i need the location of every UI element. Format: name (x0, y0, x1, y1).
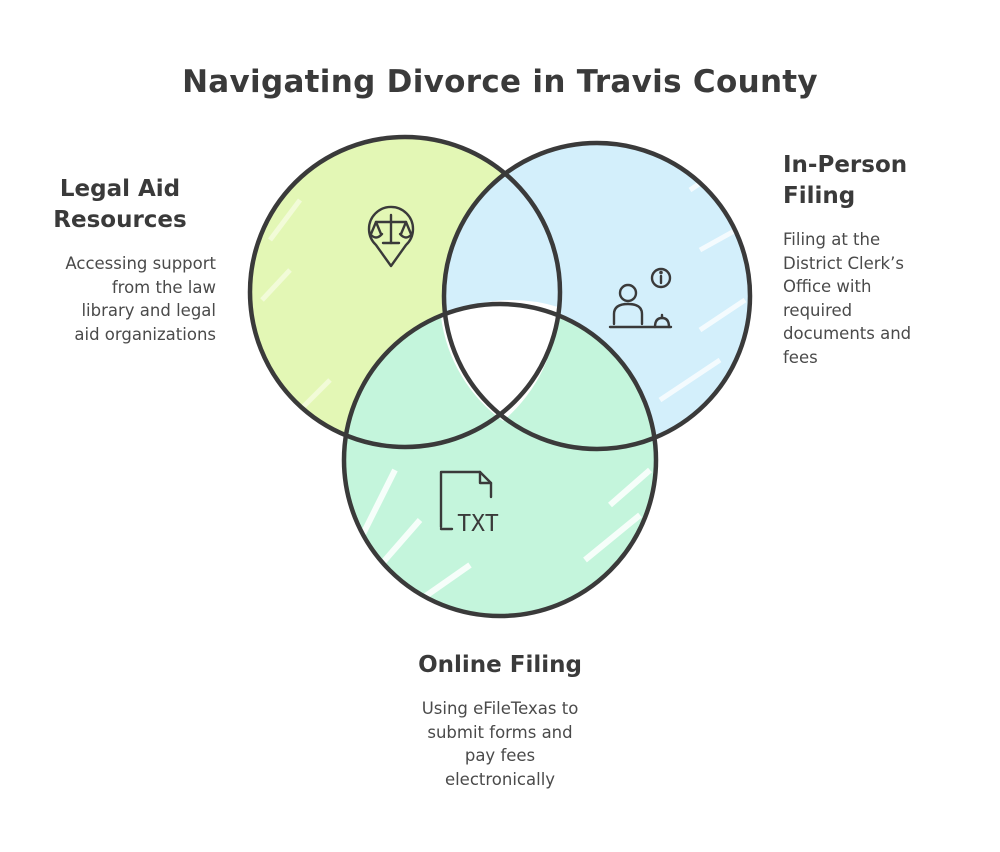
legal-aid-heading-line: Resources (53, 207, 187, 233)
in-person-heading: In-Person Filing (783, 150, 983, 212)
in-person-description-line: required (783, 300, 853, 320)
in-person-description-line: Filing at the (783, 230, 881, 249)
online-filing-heading: Online Filing (350, 650, 650, 681)
legal-aid-description: Accessing support from the law library a… (20, 252, 216, 346)
in-person-description-line: Office with (783, 277, 872, 296)
circle-outlines (247, 134, 753, 619)
legal-texture (260, 198, 332, 412)
in-person-description-line: fees (783, 347, 818, 367)
in-person-description-line: District Clerk’s (783, 253, 904, 273)
txt-file-label: TXT (457, 511, 499, 537)
online-filing-description-line: Using eFileTexas to (421, 699, 579, 718)
online-filing-description-line: pay fees (464, 746, 536, 765)
in-person-heading-line: In-Person (783, 152, 908, 178)
legal-aid-heading: Legal Aid Resources (40, 174, 200, 236)
legal-aid-description-line: library and legal (81, 301, 216, 320)
in-person-description: Filing at the District Clerk’s Office wi… (783, 228, 983, 369)
diagram-title: Navigating Divorce in Travis County (182, 64, 818, 100)
online-filing-description: Using eFileTexas to submit forms and pay… (370, 697, 630, 791)
legal-aid-heading-line: Legal Aid (59, 176, 181, 202)
legal-aid-description-line: aid organizations (74, 324, 216, 344)
online-filing-description-line: electronically (444, 769, 556, 789)
txt-file-icon: TXT (439, 470, 499, 537)
online-filing-description-line: submit forms and (427, 722, 573, 742)
online-filing-heading-line: Online Filing (418, 652, 582, 678)
clerk-desk-info-icon (608, 267, 673, 329)
scales-of-justice-pin-icon (367, 205, 415, 268)
online-filing-circle (344, 304, 656, 616)
in-person-heading-line: Filing (783, 183, 856, 209)
legal-aid-description-line: from the law (111, 277, 216, 297)
in-person-description-line: documents and (783, 324, 912, 343)
center-intersection (441, 300, 558, 421)
legal-aid-description-line: Accessing support (65, 254, 216, 273)
